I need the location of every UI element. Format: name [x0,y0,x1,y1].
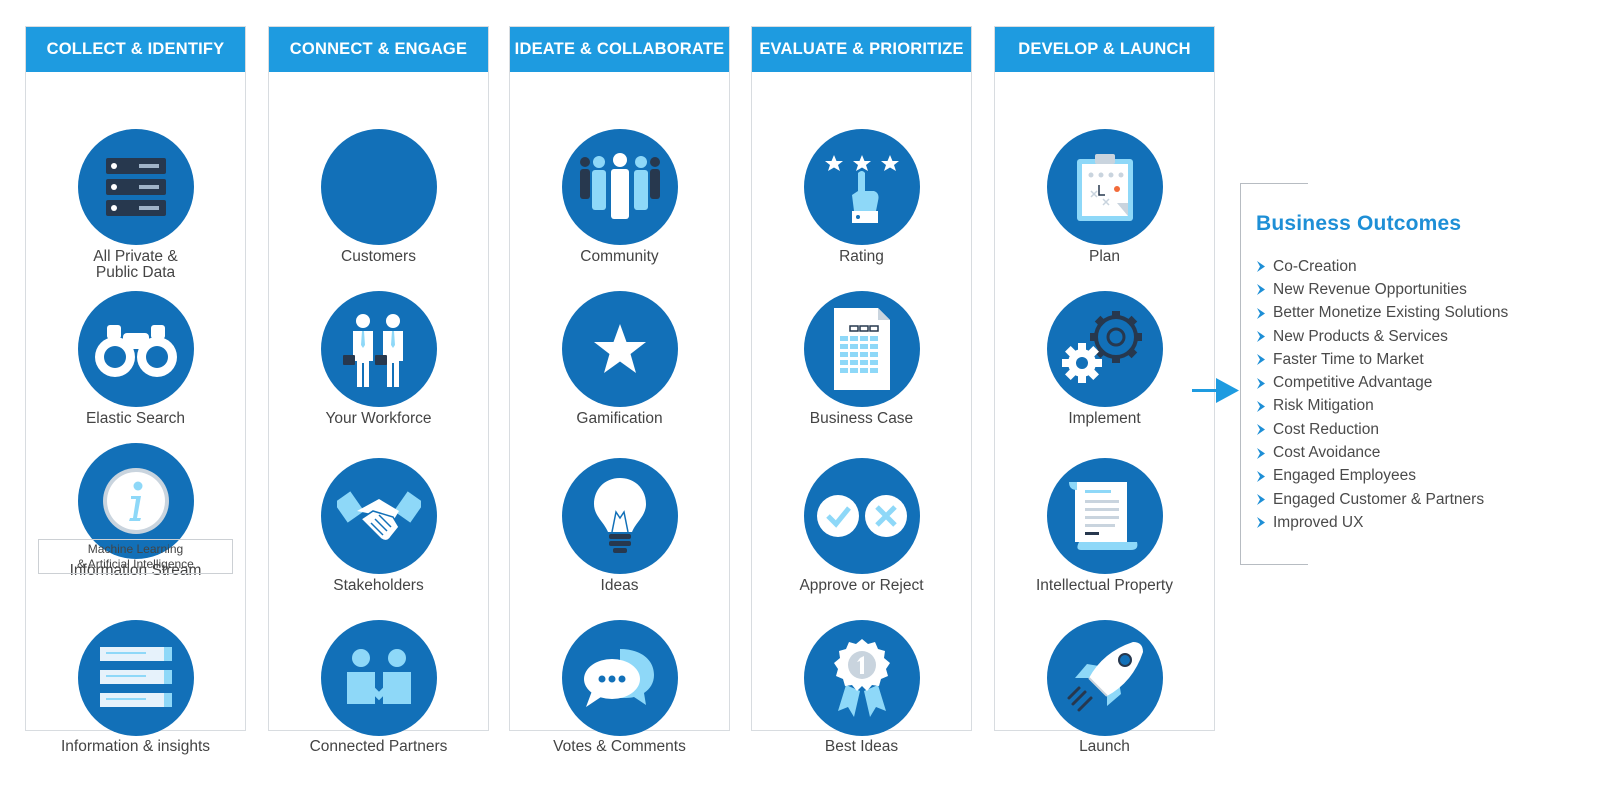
chevron-right-icon [1257,494,1265,506]
rating-hand-icon [804,129,920,245]
item-label: Approve or Reject [799,577,924,594]
handshake-icon [321,458,437,574]
item-label: Votes & Comments [553,738,686,755]
outcome-item: Engaged Employees [1256,465,1508,488]
column-evaluate-prioritize: EVALUATE & PRIORITIZE Rating [751,26,972,755]
outcome-label: New Revenue Opportunities [1273,280,1467,298]
clipboard-plan-icon [1047,129,1163,245]
outcome-item: Engaged Customer & Partners [1256,488,1508,511]
outcome-item: Improved UX [1256,511,1508,534]
outcome-label: Engaged Employees [1273,467,1417,485]
partners-icon [321,620,437,736]
machine-learning-note: Machine Learning & Artificial Intelligen… [38,539,233,574]
column-header: DEVELOP & LAUNCH [995,27,1214,72]
item-label: Rating [839,248,884,265]
server-icon [78,129,194,245]
item-label: All Private & Public Data [93,248,178,281]
outcome-label: Cost Reduction [1273,420,1379,438]
lightbulb-icon [562,458,678,574]
outcome-label: Improved UX [1273,513,1364,531]
check-cross-icon [804,458,920,574]
item-label: Implement [1068,410,1141,427]
outcome-label: Engaged Customer & Partners [1273,490,1485,508]
item-label: Elastic Search [85,410,186,427]
item-label: Your Workforce [325,410,432,427]
spreadsheet-icon [804,291,920,407]
award-ribbon-icon [804,620,920,736]
item-label: Business Case [809,410,914,427]
chevron-right-icon [1257,377,1265,389]
column-header: COLLECT & IDENTIFY [26,27,245,72]
outcome-item: Cost Avoidance [1256,441,1508,464]
column-connect-engage: CONNECT & ENGAGE Customers Your Workforc… [268,26,489,755]
chevron-right-icon [1257,307,1265,319]
chat-bubbles-icon [562,620,678,736]
outcome-item: Co-Creation [1256,255,1508,278]
outcome-label: Competitive Advantage [1273,374,1433,392]
column-header: CONNECT & ENGAGE [269,27,488,72]
item-label: Stakeholders [333,577,424,594]
outcome-item: New Revenue Opportunities [1256,278,1508,301]
outcome-label: Co-Creation [1273,257,1357,275]
outcome-label: Faster Time to Market [1273,350,1424,368]
item-label: Information & insights [60,738,211,755]
bracket-divider [1240,183,1308,565]
outcome-item: New Products & Services [1256,325,1508,348]
item-label: Best Ideas [824,738,899,755]
chevron-right-icon [1257,517,1265,529]
scroll-document-icon [1047,458,1163,574]
gears-icon [1047,291,1163,407]
chevron-right-icon [1257,261,1265,273]
outcome-label: New Products & Services [1273,327,1448,345]
outcome-label: Risk Mitigation [1273,397,1374,415]
column-collect-identify: COLLECT & IDENTIFY All Private & Public … [25,26,246,755]
arrow-right-icon [1192,375,1240,412]
column-header: EVALUATE & PRIORITIZE [752,27,971,72]
outcome-item: Risk Mitigation [1256,395,1508,418]
rocket-icon [1047,620,1163,736]
chevron-right-icon [1257,447,1265,459]
item-label: Community [580,248,659,265]
star-icon [562,291,678,407]
item-label: Launch [1079,738,1130,755]
item-label: Plan [1088,248,1121,265]
chevron-right-icon [1257,284,1265,296]
chevron-right-icon [1257,424,1265,436]
community-icon [562,129,678,245]
outcome-item: Faster Time to Market [1256,348,1508,371]
item-label: Information Stream [69,562,202,579]
outcome-item: Competitive Advantage [1256,371,1508,394]
chevron-right-icon [1257,354,1265,366]
binoculars-icon [78,291,194,407]
column-develop-launch: DEVELOP & LAUNCH Plan [994,26,1215,755]
chevron-right-icon [1257,331,1265,343]
document-stack-icon [78,620,194,736]
item-label: Connected Partners [309,738,448,755]
item-label: Intellectual Property [1036,577,1173,594]
item-label: Gamification [576,410,663,427]
customers-icon [321,129,437,245]
outcome-item: Cost Reduction [1256,418,1508,441]
item-label: Ideas [600,577,639,594]
column-ideate-collaborate: IDEATE & COLLABORATE Community Gamificat… [509,26,730,755]
outcomes-title: Business Outcomes [1256,212,1462,235]
chevron-right-icon [1257,470,1265,482]
chevron-right-icon [1257,400,1265,412]
outcome-item: Better Monetize Existing Solutions [1256,302,1508,325]
outcome-label: Cost Avoidance [1273,444,1381,462]
outcome-label: Better Monetize Existing Solutions [1273,304,1509,322]
column-header: IDEATE & COLLABORATE [510,27,729,72]
item-label: Customers [341,248,416,265]
workforce-icon [321,291,437,407]
